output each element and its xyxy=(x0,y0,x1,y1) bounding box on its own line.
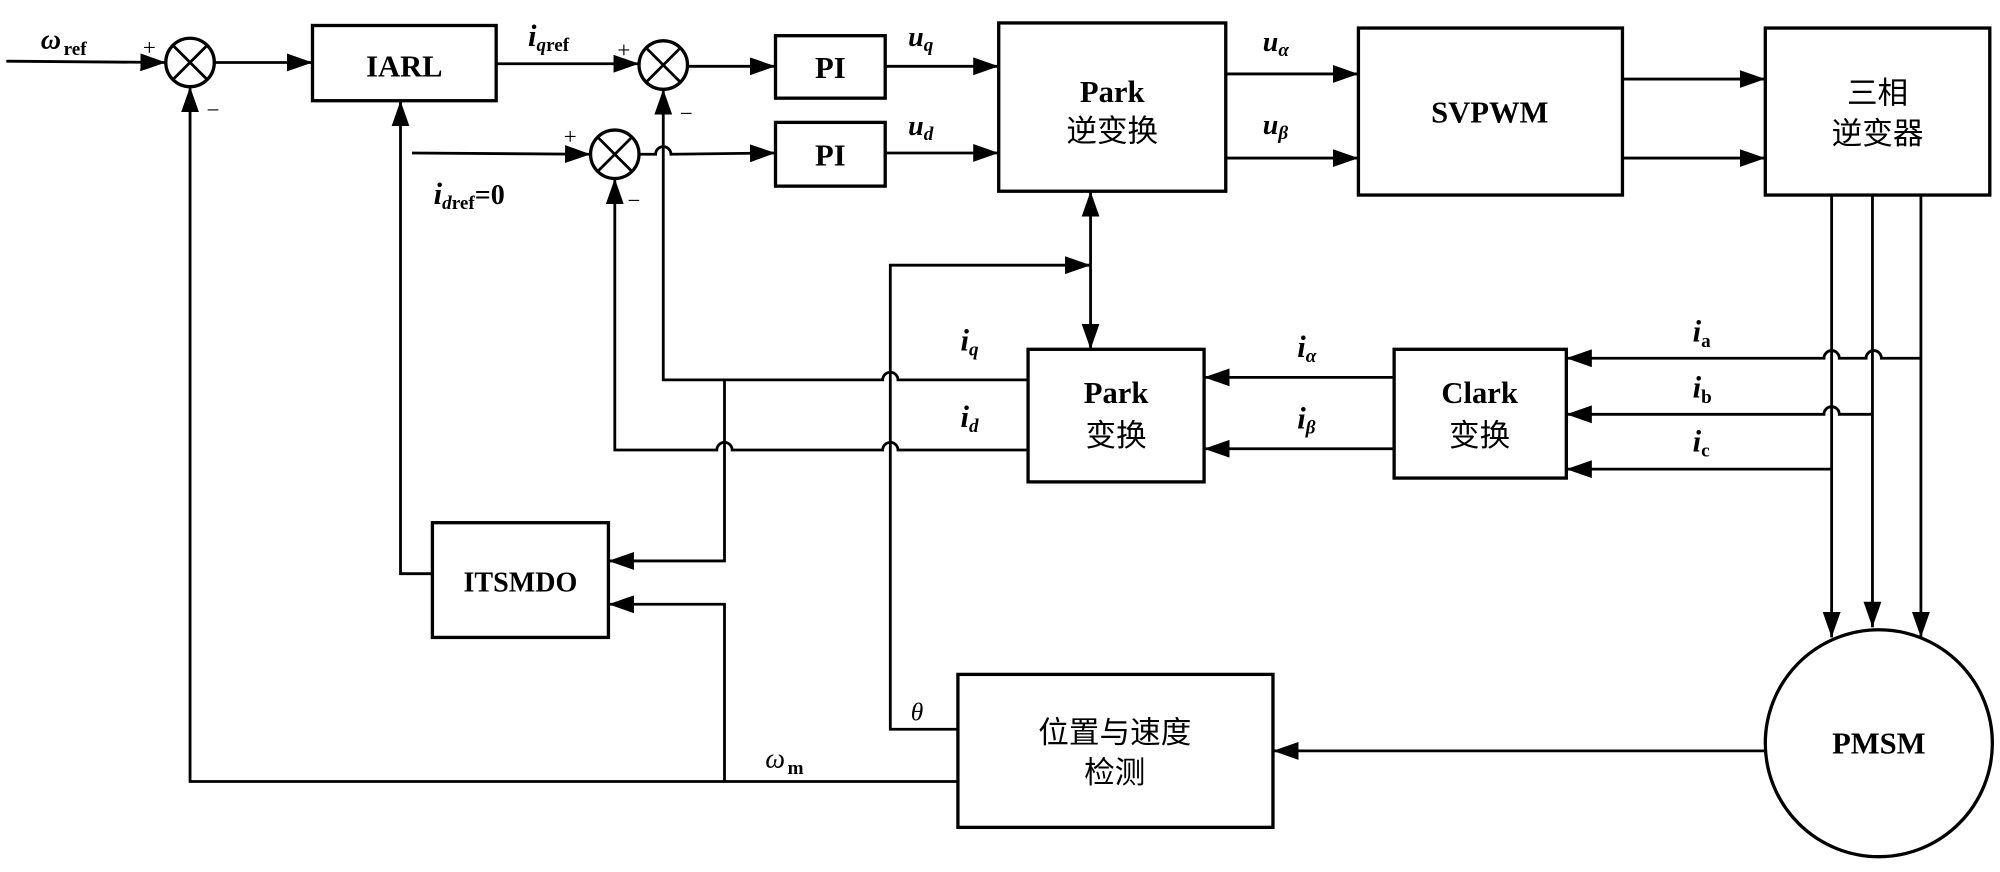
block-clark: Clark 变换 xyxy=(1392,347,1568,480)
svg-text:逆变器: 逆变器 xyxy=(1832,117,1924,152)
svg-text:逆变换: 逆变换 xyxy=(1066,115,1158,150)
block-itsmdo: ITSMDO xyxy=(430,521,611,640)
svg-text:SVPWM: SVPWM xyxy=(1431,95,1548,129)
block-pi-d: PI xyxy=(773,120,887,188)
sign-minus: − xyxy=(680,101,693,126)
svg-text:Clark: Clark xyxy=(1441,376,1518,410)
label-ialpha: iα xyxy=(1297,330,1317,367)
label-iq: iq xyxy=(960,324,979,361)
label-ib: ib xyxy=(1693,371,1712,408)
label-idref: idref=0 xyxy=(434,177,505,214)
svg-text:Park: Park xyxy=(1080,75,1145,109)
wire-omegam-to-itsmdo xyxy=(608,595,726,782)
wire-itsmdo-to-iarl xyxy=(391,100,433,576)
block-svpwm: SVPWM xyxy=(1356,26,1625,197)
label-ud: ud xyxy=(908,111,934,145)
block-park-inverse: Park 逆变换 xyxy=(997,21,1228,193)
sign-plus: + xyxy=(617,37,630,62)
svg-text:PI: PI xyxy=(815,139,846,173)
wire-theta xyxy=(888,256,1091,731)
label-uq: uq xyxy=(908,22,934,56)
sum-junction-q: + − xyxy=(617,37,692,126)
svg-text:三相: 三相 xyxy=(1847,76,1908,111)
svg-text:变换: 变换 xyxy=(1449,419,1510,454)
svg-text:位置与速度: 位置与速度 xyxy=(1038,716,1191,751)
label-theta: θ xyxy=(911,697,924,726)
svg-text:检测: 检测 xyxy=(1084,756,1145,791)
wire-id-feedback xyxy=(605,178,1029,452)
block-park: Park 变换 xyxy=(1026,347,1206,484)
sign-minus: − xyxy=(628,188,641,213)
wire-omegam-feedback xyxy=(181,86,958,783)
wire-ia xyxy=(1566,349,1921,368)
block-three-phase-inverter: 三相 逆变器 xyxy=(1763,26,1992,197)
label-ibeta: iβ xyxy=(1297,401,1316,438)
wire-iq-to-itsmdo xyxy=(608,379,726,570)
block-position-speed-detection: 位置与速度 检测 xyxy=(956,672,1275,830)
sum-junction-speed: + − xyxy=(143,35,220,122)
wire-idref xyxy=(411,145,591,163)
wires xyxy=(6,53,1930,783)
block-iarl: IARL xyxy=(310,23,498,103)
label-id: id xyxy=(960,400,979,437)
sign-plus: + xyxy=(143,35,156,60)
wire-ib xyxy=(1566,405,1873,424)
label-ualpha: uα xyxy=(1263,27,1290,61)
sign-minus: − xyxy=(207,97,220,122)
svg-text:PI: PI xyxy=(815,51,846,85)
sum-junction-d: + − xyxy=(564,124,641,213)
svg-text:变换: 变换 xyxy=(1085,419,1146,454)
wire-omega-ref xyxy=(6,53,166,72)
svg-text:ITSMDO: ITSMDO xyxy=(464,568,578,599)
block-pi-q: PI xyxy=(773,34,887,100)
block-pmsm: PMSM xyxy=(1763,628,1995,859)
sign-plus: + xyxy=(564,124,577,149)
label-ubeta: uβ xyxy=(1263,110,1289,144)
svg-text:IARL: IARL xyxy=(366,49,443,83)
label-ia: ia xyxy=(1693,315,1712,352)
svg-text:Park: Park xyxy=(1084,376,1149,410)
label-iqref: iqref xyxy=(528,19,570,56)
wire-sum3-pid xyxy=(639,144,776,163)
label-ic: ic xyxy=(1693,424,1710,461)
svg-text:PMSM: PMSM xyxy=(1832,726,1925,760)
